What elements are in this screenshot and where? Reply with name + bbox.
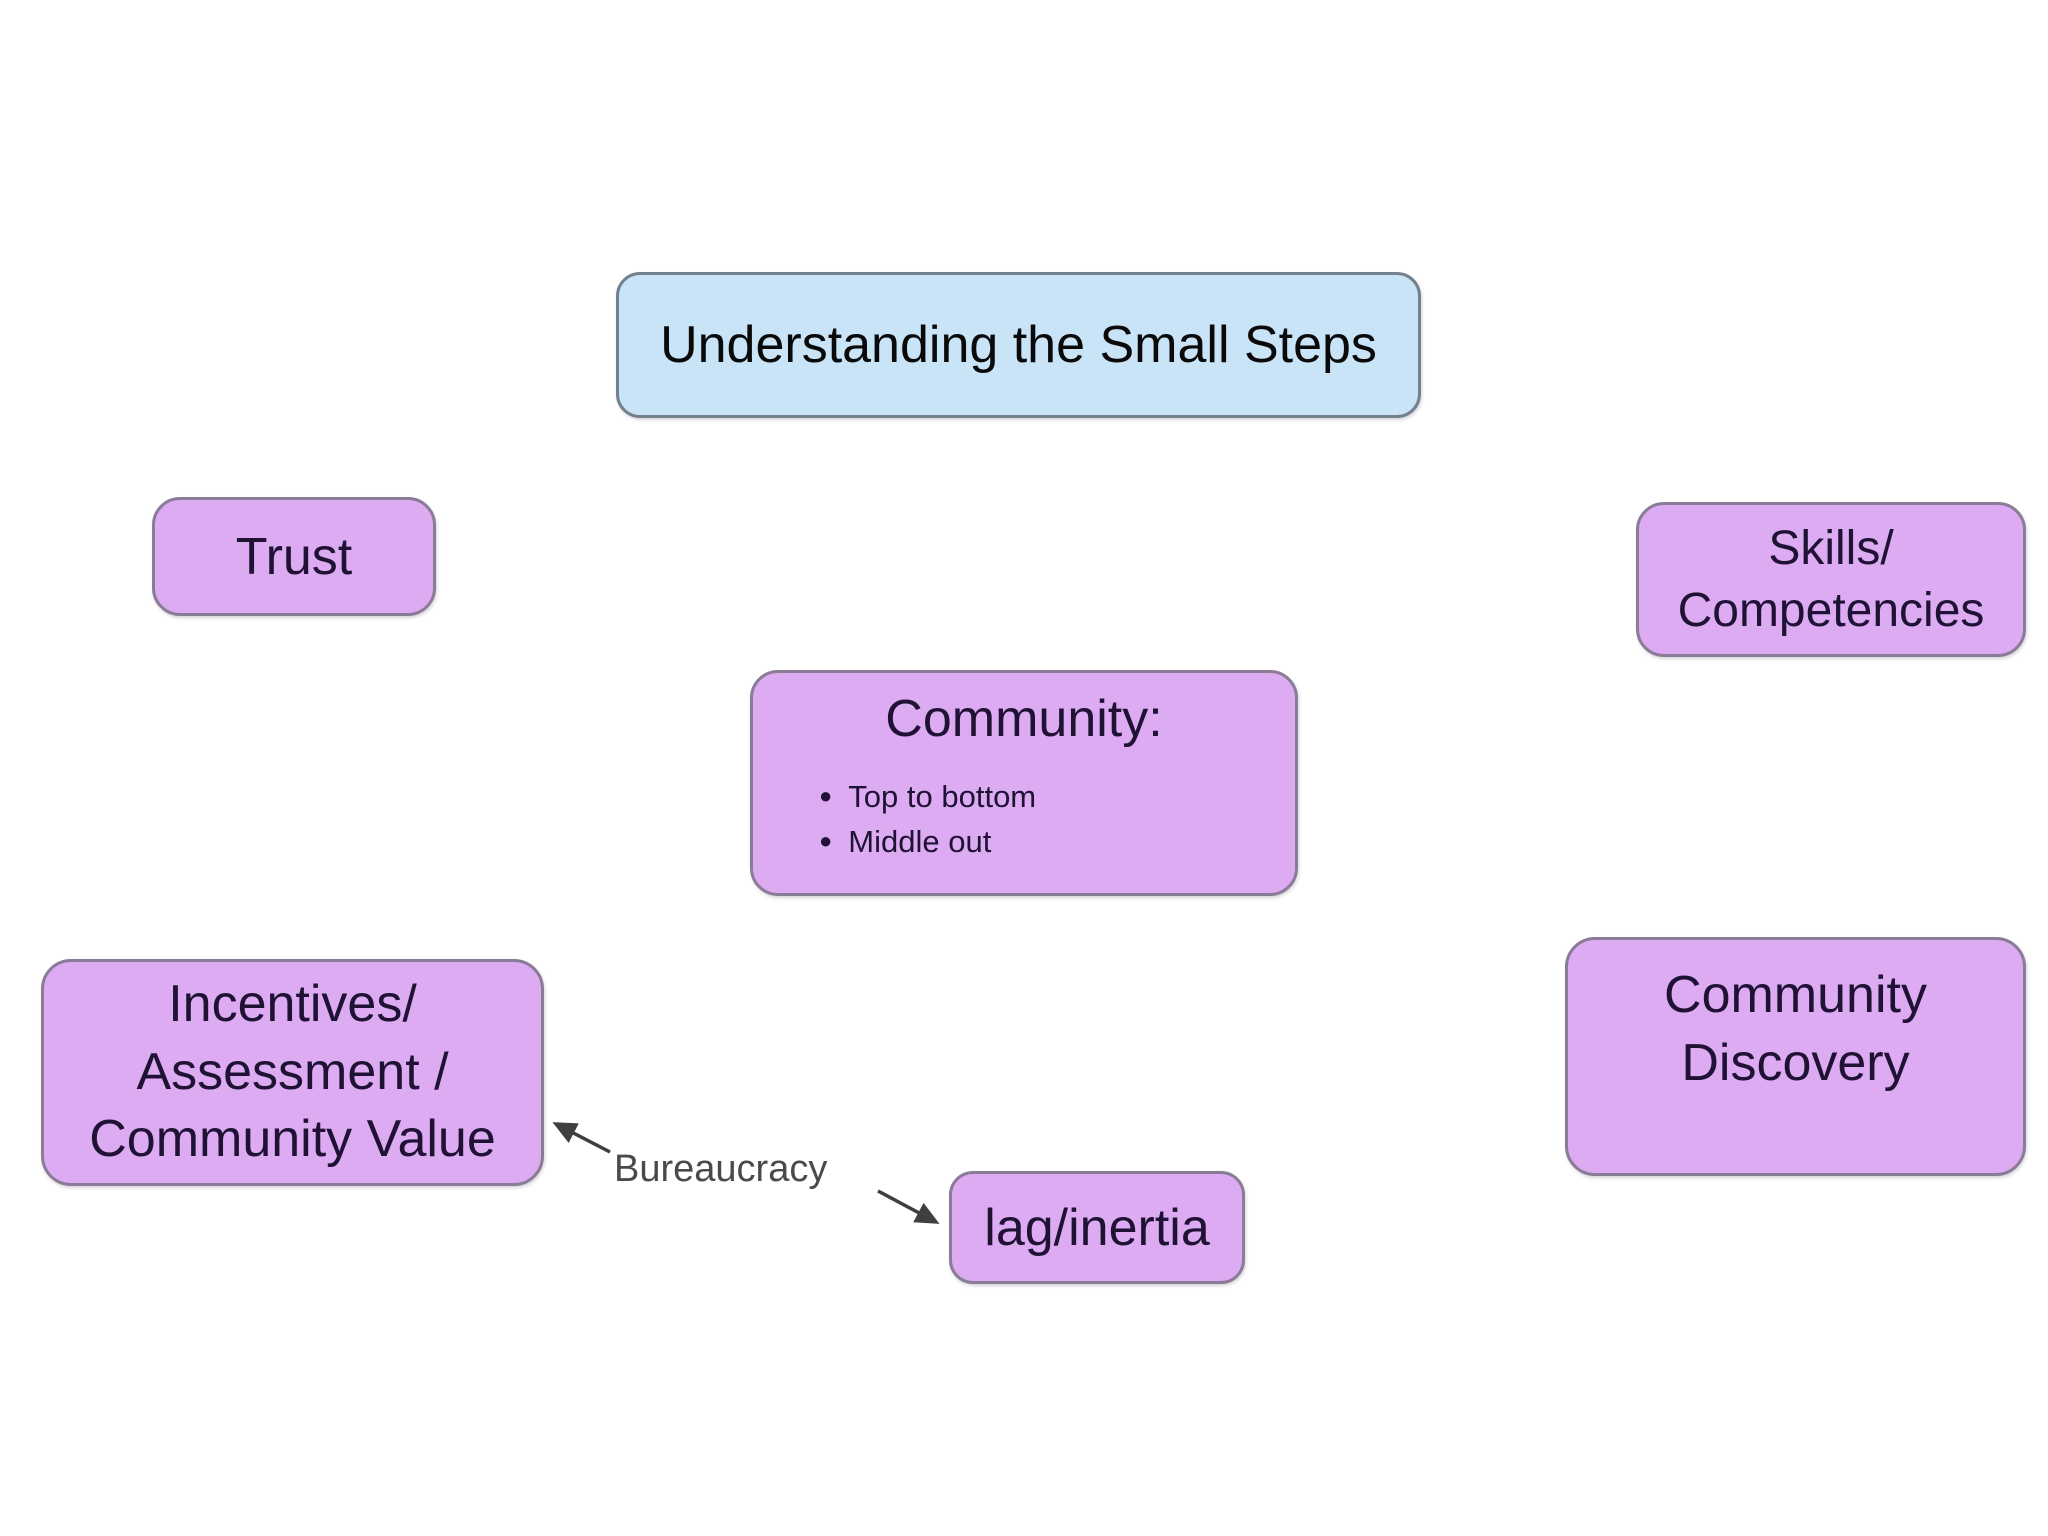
node-incentives-assessment-value[interactable]: Incentives/ Assessment / Community Value [41, 959, 544, 1186]
bullet-icon: ● [819, 827, 833, 853]
list-item: ● Top to bottom [819, 775, 1295, 820]
node-trust-label: Trust [235, 527, 353, 586]
node-lag-label: lag/inertia [984, 1198, 1210, 1257]
node-incentives-line1: Incentives/ [168, 975, 417, 1034]
node-skills-competencies[interactable]: Skills/ Competencies [1636, 502, 2026, 657]
list-item: ● Middle out [819, 820, 1295, 865]
node-skills-line1: Skills/ [1768, 522, 1894, 576]
node-incentives-line2: Assessment / [136, 1042, 449, 1101]
node-trust[interactable]: Trust [152, 497, 436, 616]
arrow-to-lag [877, 1189, 940, 1224]
bullet-icon: ● [819, 783, 833, 808]
node-understanding-small-steps[interactable]: Understanding the Small Steps [616, 272, 1421, 418]
community-bullet-list: ● Top to bottom ● Middle out [753, 775, 1295, 865]
node-discovery-line1: Community [1664, 966, 1927, 1024]
node-discovery-line2: Discovery [1681, 1033, 1910, 1092]
community-bullet-1: Top to bottom [848, 779, 1037, 814]
bureaucracy-connector-label[interactable]: Bureaucracy [614, 1148, 828, 1190]
node-title-label: Understanding the Small Steps [660, 316, 1377, 374]
node-lag-inertia[interactable]: lag/inertia [949, 1171, 1245, 1284]
community-bullet-2: Middle out [848, 823, 992, 859]
node-community-title: Community: [885, 690, 1163, 748]
node-community[interactable]: Community: ● Top to bottom ● Middle out [750, 670, 1298, 896]
node-skills-line2: Competencies [1677, 583, 1985, 637]
node-community-discovery[interactable]: Community Discovery [1565, 937, 2026, 1176]
node-incentives-line3: Community Value [89, 1110, 496, 1169]
arrow-to-incentives [552, 1122, 611, 1154]
